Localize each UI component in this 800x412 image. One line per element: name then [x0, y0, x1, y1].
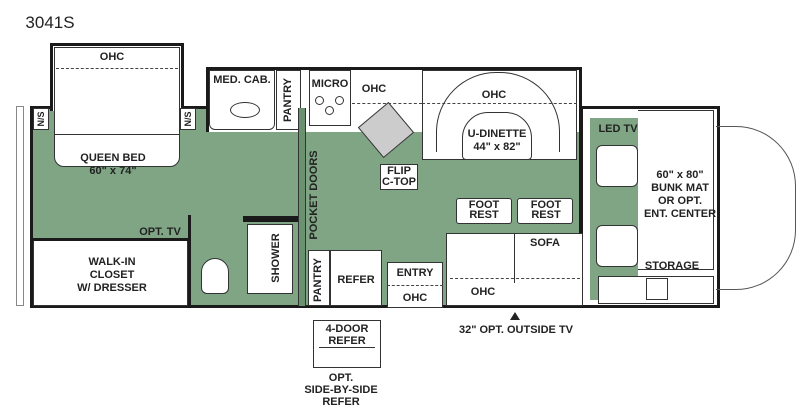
u-dinette-size: 44" x 82" — [473, 141, 521, 153]
opt-sbs-label-1: OPT. — [328, 372, 354, 384]
med-cab-label: MED. CAB. — [213, 74, 271, 86]
pantry-top — [276, 70, 301, 130]
closet-label-3: W/ DRESSER — [77, 282, 147, 294]
closet-label-2: CLOSET — [89, 269, 135, 281]
micro-label: MICRO — [311, 78, 349, 90]
rear-bumper — [16, 106, 24, 306]
bunk-label-4: ENT. CENTER — [643, 208, 717, 220]
u-dinette-label: U-DINETTE — [467, 128, 527, 140]
four-door-label-2: REFER — [328, 335, 366, 347]
bed-ohc-label: OHC — [99, 51, 125, 63]
nightstand-right — [180, 108, 196, 130]
entry-label: ENTRY — [396, 267, 434, 279]
refrigerator — [330, 250, 382, 306]
queen-bed-label: QUEEN BED — [80, 152, 146, 164]
burner-icon — [335, 96, 344, 105]
outside-tv-marker-icon — [510, 312, 520, 320]
sofa-label: SOFA — [530, 237, 560, 249]
cab-seat-driver — [596, 225, 638, 267]
bath-wall — [243, 216, 298, 222]
nightstand-left — [33, 108, 49, 130]
shower — [247, 224, 293, 294]
storage-label: STORAGE — [644, 260, 700, 272]
flip-counter-top — [380, 164, 418, 190]
flip-label: FLIP — [387, 165, 411, 177]
dinette-ohc-line — [422, 103, 577, 104]
pantry-bottom-label: PANTRY — [312, 258, 324, 302]
kitchen-ohc-label: OHC — [361, 83, 387, 95]
sofa-ohc-line — [450, 278, 580, 279]
ns-left-label: N/S — [36, 111, 46, 127]
pantry-top-label: PANTRY — [282, 78, 294, 122]
four-door-label-1: 4-DOOR — [325, 323, 369, 335]
cab-seat-passenger — [596, 145, 638, 187]
bath-vanity — [209, 70, 275, 130]
refer-label: REFER — [337, 274, 375, 286]
burner-icon — [315, 96, 324, 105]
foot-rest-2 — [517, 198, 573, 224]
pantry-bottom — [308, 250, 330, 306]
toilet-icon — [201, 258, 229, 294]
refer-option-divider — [319, 347, 375, 348]
foot-rest-1-label-a: FOOT — [468, 199, 500, 211]
sofa-ohc-label: OHC — [468, 286, 498, 298]
led-tv-label: LED TV — [598, 123, 638, 135]
cooktop-icon — [646, 278, 668, 300]
bunk-label-3: OR OPT. — [657, 195, 703, 207]
dinette-table — [462, 112, 532, 160]
opt-sbs-label-3: REFER — [322, 396, 360, 408]
bathroom — [188, 215, 298, 307]
entry-ohc-line — [387, 285, 443, 286]
foot-rest-2-label-a: FOOT — [530, 199, 562, 211]
sofa-divider — [514, 233, 515, 283]
bunk-mat — [638, 110, 714, 270]
bunk-label-2: BUNK MAT — [651, 182, 709, 194]
pocket-doors-label: POCKET DOORS — [308, 150, 320, 240]
burner-icon — [325, 106, 334, 115]
four-door-refer-option — [313, 320, 381, 368]
dinette-ohc-label: OHC — [481, 89, 507, 101]
bunk-label-1: 60" x 80" — [656, 169, 704, 181]
pocket-doors — [298, 108, 306, 306]
shower-label: SHOWER — [270, 233, 282, 283]
bed-divider — [54, 134, 180, 135]
entry-ohc-label: OHC — [402, 292, 428, 304]
ohc-line — [56, 68, 178, 69]
opt-sbs-label-2: SIDE-BY-SIDE — [304, 384, 378, 396]
outside-tv-label: 32" OPT. OUTSIDE TV — [458, 324, 574, 336]
front-cap — [716, 126, 796, 290]
foot-rest-1-label-b: REST — [469, 209, 499, 221]
opt-tv-label: OPT. TV — [139, 226, 181, 238]
model-title: 3041S — [25, 13, 75, 32]
queen-bed — [54, 47, 180, 167]
queen-bed-size: 60" x 74" — [89, 165, 137, 177]
sink-icon — [230, 102, 260, 118]
ns-right-label: N/S — [183, 111, 193, 127]
foot-rest-2-label-b: REST — [531, 209, 561, 221]
closet-wall — [33, 238, 188, 241]
c-top-label: C-TOP — [381, 176, 417, 188]
closet-label-1: WALK-IN — [88, 256, 136, 268]
foot-rest-1 — [456, 198, 512, 224]
